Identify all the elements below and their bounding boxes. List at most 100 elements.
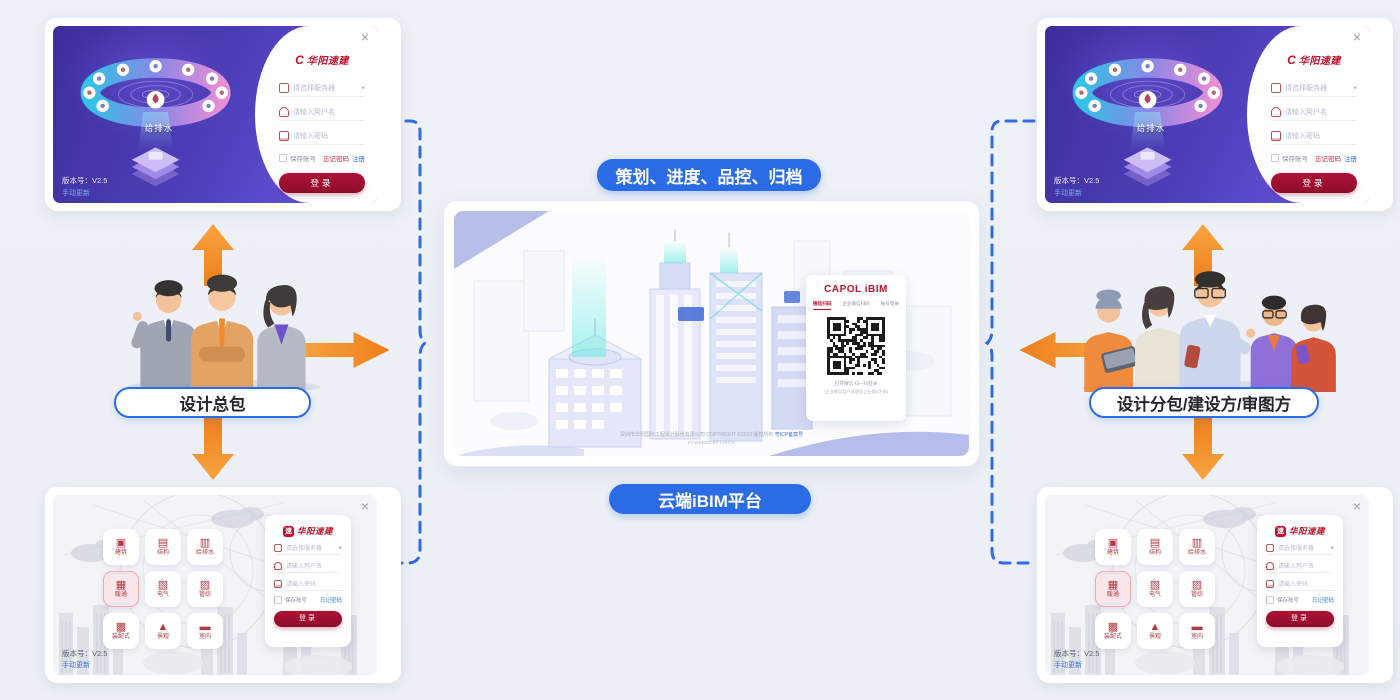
tile-electrical[interactable]: ▧电气	[145, 571, 181, 607]
tile-electrical[interactable]: ▧电气	[1137, 571, 1173, 607]
forgot-password-link[interactable]: 忘记密码	[323, 156, 349, 163]
update-link[interactable]: 手动更新	[1054, 190, 1082, 197]
landscape-icon: ▲	[157, 621, 169, 633]
tile-hvac[interactable]: ▦暖通	[103, 571, 139, 607]
plumbing-icon: ▥	[1191, 537, 1203, 549]
tile-hvac[interactable]: ▦暖通	[1095, 571, 1131, 607]
capol-c-logo-icon: C	[1287, 52, 1296, 67]
remember-checkbox[interactable]	[274, 596, 282, 604]
icp-link[interactable]: 粤ICP备案号	[774, 432, 804, 438]
server-select-field[interactable]: 请选择服务器▾	[1271, 79, 1357, 97]
update-link[interactable]: 手动更新	[1054, 662, 1082, 669]
remember-label: 保存账号	[290, 156, 316, 163]
modeling-login-screenshot-left: ▣建筑 ▤结构 ▥给排水 ▦暖通 ▧电气 ▨管综 ▩装配式 ▲景观 ▬室内 速华…	[45, 487, 401, 683]
server-icon	[1271, 83, 1281, 93]
server-select-field[interactable]: 请选择服务器▾	[279, 79, 365, 97]
tile-prefab[interactable]: ▩装配式	[103, 613, 139, 649]
password-field[interactable]: 请输入密码	[1266, 577, 1334, 591]
username-field[interactable]: 请输入用户名	[1271, 103, 1357, 121]
username-field[interactable]: 请输入用户名	[274, 559, 342, 573]
brand-logo: 速华阳速建	[274, 525, 342, 537]
version-text: 版本号：V2.5	[1054, 176, 1100, 185]
brand-name: 华阳速建	[1298, 56, 1341, 67]
password-field[interactable]: 请输入密码	[274, 577, 342, 591]
password-field[interactable]: 请输入密码	[279, 127, 365, 145]
capol-ibim-web-login-card: CAPOL iBIM 微信扫码 企业微信扫码 账号登录 打开微信 扫一扫登录 *…	[806, 275, 906, 421]
chevron-down-icon: ▾	[361, 85, 365, 92]
stakeholders-people-illustration	[1081, 270, 1336, 394]
update-link[interactable]: 手动更新	[62, 190, 90, 197]
login-button[interactable]: 登录	[279, 173, 365, 193]
register-link[interactable]: 注册	[352, 156, 365, 163]
server-select-field[interactable]: 请选择服务器▾	[1266, 541, 1334, 555]
username-field[interactable]: 请输入用户名	[1266, 559, 1334, 573]
piping-icon: ▨	[199, 579, 211, 591]
remember-checkbox[interactable]	[279, 154, 287, 162]
modeling-login-screenshot-right: ▣建筑 ▤结构 ▥给排水 ▦暖通 ▧电气 ▨管综 ▩装配式 ▲景观 ▬室内 速华…	[1037, 487, 1393, 683]
forgot-password-link[interactable]: 忘记密码	[1315, 156, 1341, 163]
username-field[interactable]: 请输入用户名	[279, 103, 365, 121]
tile-landscape[interactable]: ▲景观	[1137, 613, 1173, 649]
tile-interior[interactable]: ▬室内	[187, 613, 223, 649]
password-field[interactable]: 请输入密码	[1271, 127, 1357, 145]
close-icon[interactable]: ×	[1352, 498, 1361, 514]
tab-account-login[interactable]: 账号登录	[880, 301, 899, 306]
tile-architecture[interactable]: ▣建筑	[1095, 529, 1131, 565]
username-placeholder: 请输入用户名	[1285, 109, 1327, 116]
version-text: 版本号：V2.5	[1054, 649, 1100, 658]
arrow-down-left-group	[192, 418, 234, 480]
portal-title: CAPOL iBIM	[824, 284, 888, 295]
tile-interior[interactable]: ▬室内	[1179, 613, 1215, 649]
prefab-icon: ▩	[1107, 621, 1119, 633]
tile-landscape[interactable]: ▲景观	[145, 613, 181, 649]
tile-plumbing[interactable]: ▥给排水	[1179, 529, 1215, 565]
tab-wechat-scan[interactable]: 微信扫码	[813, 301, 832, 310]
lock-icon	[274, 579, 282, 588]
forgot-password-link[interactable]: 忘记密码	[1311, 598, 1334, 604]
lock-icon	[279, 131, 289, 141]
tile-architecture[interactable]: ▣建筑	[103, 529, 139, 565]
bottom-flow-label: 云端iBIM平台	[609, 484, 811, 514]
close-icon[interactable]: ×	[360, 29, 369, 45]
tile-prefab[interactable]: ▩装配式	[1095, 613, 1131, 649]
tile-piping[interactable]: ▨管综	[1179, 571, 1215, 607]
lock-icon	[1266, 579, 1274, 588]
prefab-icon: ▩	[115, 621, 127, 633]
login-button[interactable]: 登录	[274, 611, 342, 627]
interior-icon: ▬	[199, 621, 211, 633]
user-icon	[1266, 561, 1274, 570]
update-link[interactable]: 手动更新	[62, 662, 90, 669]
close-icon[interactable]: ×	[360, 498, 369, 514]
login-button[interactable]: 登录	[1266, 611, 1334, 627]
tab-wecom-scan[interactable]: 企业微信扫码	[842, 301, 870, 306]
chevron-down-icon: ▾	[1330, 544, 1334, 552]
server-select-field[interactable]: 请选择服务器▾	[274, 541, 342, 555]
cloud-ibim-platform-card: CAPOL iBIM 微信扫码 企业微信扫码 账号登录 打开微信 扫一扫登录 *…	[443, 200, 980, 467]
discipline-tile-grid: ▣建筑 ▤结构 ▥给排水 ▦暖通 ▧电气 ▨管综 ▩装配式 ▲景观 ▬室内	[1095, 529, 1215, 649]
tile-structure[interactable]: ▤结构	[1137, 529, 1173, 565]
register-link[interactable]: 注册	[1344, 156, 1357, 163]
user-icon	[274, 561, 282, 570]
structure-icon: ▤	[1149, 537, 1161, 549]
portal-login-tabs: 微信扫码 企业微信扫码 账号登录	[813, 301, 899, 310]
qr-hint: 打开微信 扫一扫登录	[834, 381, 878, 386]
hvac-icon: ▦	[115, 579, 127, 591]
tile-piping[interactable]: ▨管综	[187, 571, 223, 607]
remember-checkbox[interactable]	[1271, 154, 1279, 162]
tile-plumbing[interactable]: ▥给排水	[187, 529, 223, 565]
isometric-city-illustration: CAPOL iBIM 微信扫码 企业微信扫码 账号登录 打开微信 扫一扫登录 *…	[454, 211, 969, 456]
capol-c-logo-icon: C	[295, 52, 304, 67]
remember-checkbox[interactable]	[1266, 596, 1274, 604]
login-button[interactable]: 登录	[1271, 173, 1357, 193]
close-icon[interactable]: ×	[1352, 29, 1361, 45]
user-icon	[1271, 107, 1281, 117]
tile-structure[interactable]: ▤结构	[145, 529, 181, 565]
forgot-password-link[interactable]: 忘记密码	[319, 598, 342, 604]
qr-code	[824, 314, 888, 378]
server-icon	[279, 83, 289, 93]
password-placeholder: 请输入密码	[293, 133, 328, 140]
